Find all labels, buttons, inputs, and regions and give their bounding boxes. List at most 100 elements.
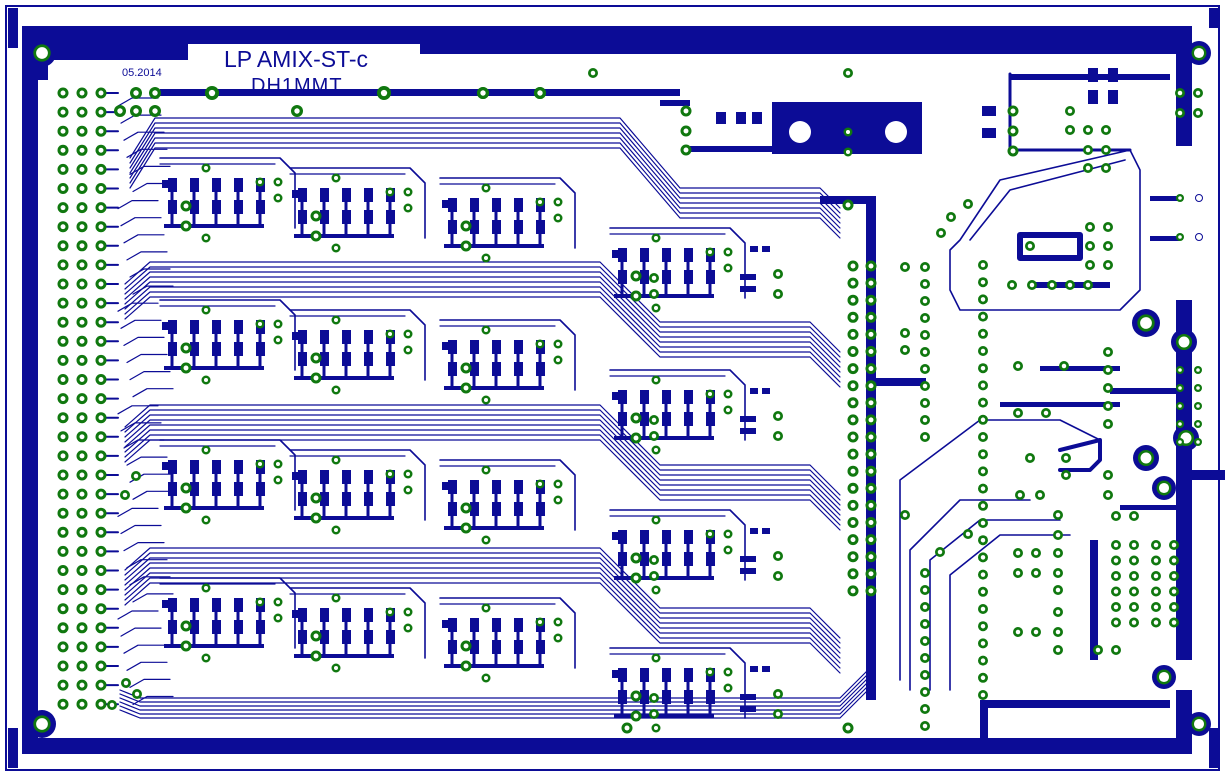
pad-hole	[775, 433, 781, 439]
smd-pad	[256, 482, 265, 496]
smd-pad	[982, 128, 996, 138]
title-cutout	[183, 42, 421, 70]
trace	[129, 137, 841, 229]
pad-hole	[707, 669, 713, 675]
pad-hole	[313, 375, 319, 381]
pad-hole	[1055, 512, 1061, 518]
pad-hole	[405, 609, 411, 615]
pad-hole	[1171, 589, 1177, 594]
pad-hole	[98, 90, 104, 96]
smd-pad	[190, 178, 199, 192]
smd-pad	[364, 492, 373, 506]
pad-hole	[1103, 127, 1109, 133]
trace	[126, 661, 168, 671]
pad-hole	[405, 205, 411, 211]
pad-hole	[922, 366, 928, 372]
pad-hole	[922, 332, 928, 338]
smd-pad	[190, 620, 199, 634]
trace	[439, 319, 576, 391]
pad-hole	[1113, 589, 1119, 594]
pad-hole	[922, 570, 928, 576]
trace	[124, 286, 841, 378]
pad-hole	[1153, 604, 1159, 610]
pad-hole	[79, 186, 85, 191]
pad-hole	[850, 349, 856, 354]
pad-hole	[122, 492, 128, 498]
pad-hole	[980, 606, 986, 612]
pad-hole	[60, 128, 66, 134]
pad-hole	[850, 280, 856, 286]
smd-pad	[740, 556, 756, 562]
copper-fill	[1090, 540, 1098, 660]
pad-hole	[133, 473, 139, 479]
pad-hole	[275, 461, 281, 467]
pad-hole	[79, 529, 85, 535]
trace	[124, 439, 841, 531]
copper-fill	[164, 366, 264, 370]
trace	[159, 299, 296, 371]
smd-pad	[752, 112, 762, 124]
trace	[124, 296, 841, 388]
pad-hole	[98, 606, 104, 612]
pad-hole	[1196, 440, 1200, 444]
trace	[124, 582, 841, 674]
smd-pad	[212, 178, 221, 192]
pad-hole	[868, 588, 874, 594]
trace	[124, 404, 841, 496]
smd-pad	[470, 640, 479, 654]
pad-hole	[79, 357, 85, 363]
pad-hole	[980, 675, 986, 681]
pad-hole	[1196, 404, 1200, 408]
pad-hole	[868, 502, 874, 508]
pad-hole	[683, 108, 689, 114]
pad-hole	[980, 658, 986, 663]
trace	[124, 276, 841, 368]
pad-hole	[483, 537, 489, 543]
pad-hole	[60, 491, 66, 497]
pad-hole	[1063, 455, 1069, 461]
pad-hole	[1055, 570, 1061, 576]
pad-hole	[275, 477, 281, 483]
relay-hole	[885, 121, 907, 143]
pad-hole	[850, 297, 856, 303]
smd-pad	[684, 552, 693, 566]
pad-hole	[868, 468, 874, 474]
smd-pad	[470, 362, 479, 376]
pad-hole	[850, 588, 856, 594]
smd-pad	[364, 330, 373, 344]
trace	[117, 507, 159, 518]
smd-pad	[234, 342, 243, 356]
smd-pad	[320, 630, 329, 644]
pad-hole	[555, 199, 561, 205]
pad-hole	[868, 434, 874, 440]
pad-hole	[313, 495, 319, 501]
smd-pad	[640, 248, 649, 262]
smd-pad	[514, 340, 523, 354]
smd-pad	[292, 332, 298, 340]
smd-pad	[168, 598, 177, 612]
pad-hole	[922, 587, 928, 593]
smd-pad	[684, 530, 693, 544]
copper-fill	[444, 664, 544, 668]
pad-hole	[405, 347, 411, 353]
pad-hole	[1105, 403, 1111, 409]
copper-fill	[1110, 388, 1180, 394]
smd-pad	[168, 460, 177, 474]
pad-hole	[1171, 558, 1177, 563]
pad-hole	[980, 279, 986, 285]
copper-fill	[614, 294, 714, 298]
mount-hole	[1140, 317, 1152, 329]
smd-pad	[442, 200, 448, 208]
pad-hole	[555, 497, 561, 503]
pad-hole	[1153, 589, 1159, 594]
pad-hole	[257, 179, 263, 185]
trace	[609, 227, 746, 299]
pad-hole	[387, 331, 393, 337]
smd-pad	[662, 412, 671, 426]
smd-pad	[514, 362, 523, 376]
trace	[123, 541, 165, 552]
pad-hole	[868, 400, 874, 406]
trace	[439, 597, 576, 669]
pad-hole	[1178, 404, 1182, 408]
